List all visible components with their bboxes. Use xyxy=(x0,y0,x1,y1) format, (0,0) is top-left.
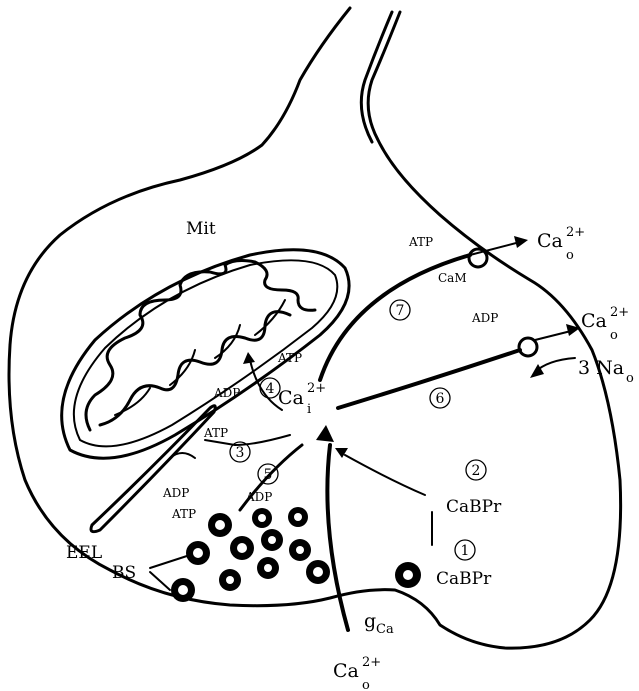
storage-vesicles xyxy=(171,507,421,602)
cao-charge-bottom: 2+ xyxy=(362,655,381,670)
step-6: 6 xyxy=(436,391,445,407)
step-5: 5 xyxy=(264,467,273,483)
step-2: 2 xyxy=(472,463,481,479)
atp-label-eel: ATP xyxy=(203,426,228,440)
cao-sub-mid: o xyxy=(610,328,618,343)
atp-label-mit: ATP xyxy=(277,351,302,365)
cabpr-label-bound: CaBPr xyxy=(436,569,492,589)
atp-label-pmca: ATP xyxy=(408,235,433,249)
adp-label-bs: ADP xyxy=(245,490,272,504)
eel-label: EEL xyxy=(66,543,102,563)
bs-label: BS xyxy=(112,563,136,583)
adp-label-eel: ADP xyxy=(162,486,189,500)
endoplasmic-element xyxy=(91,406,215,532)
gca-label: g xyxy=(364,610,376,632)
cai-label: Ca xyxy=(278,387,304,409)
mit-label: Mit xyxy=(186,219,216,239)
cao-charge-top: 2+ xyxy=(566,225,585,240)
na-label: 3 Na xyxy=(578,357,624,379)
cao-label-top: Ca xyxy=(537,230,563,252)
step-3: 3 xyxy=(236,445,245,461)
cai-charge: 2+ xyxy=(307,381,326,396)
cao-label-mid: Ca xyxy=(581,310,607,332)
step-1: 1 xyxy=(461,543,470,559)
cabpr-label-free: CaBPr xyxy=(446,497,502,517)
na-sub: o xyxy=(626,371,634,386)
step-4: 4 xyxy=(266,381,275,397)
cao-sub-top: o xyxy=(566,248,574,263)
step-7: 7 xyxy=(396,303,405,319)
cao-charge-mid: 2+ xyxy=(610,305,629,320)
cai-sub: i xyxy=(307,402,311,417)
cam-label: CaM xyxy=(438,271,467,285)
cao-sub-bottom: o xyxy=(362,678,370,691)
adp-label-mit: ADP xyxy=(213,386,240,400)
atp-label-bs: ATP xyxy=(171,507,196,521)
gca-sub: Ca xyxy=(376,622,394,637)
cao-label-bottom: Ca xyxy=(333,660,359,682)
membrane-transporters xyxy=(469,249,537,356)
adp-label-pmca: ADP xyxy=(471,311,498,325)
